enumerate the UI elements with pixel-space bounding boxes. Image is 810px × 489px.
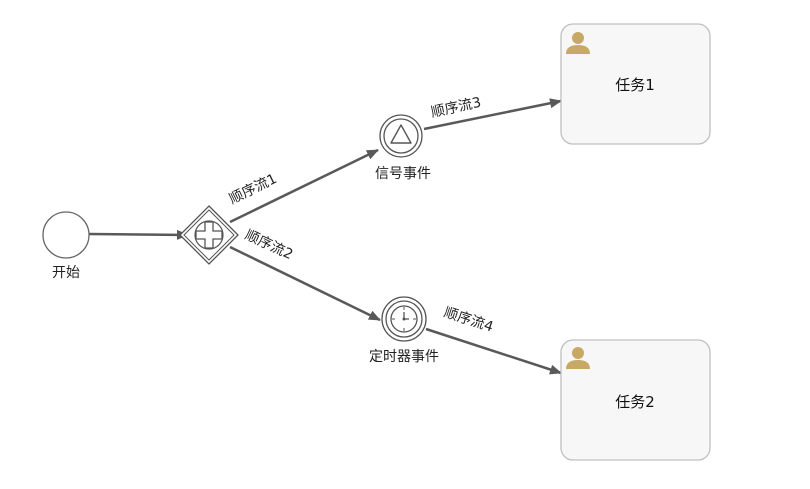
sequence-flow-1[interactable]: 顺序流1 — [227, 148, 379, 224]
sequence-flow-3[interactable]: 顺序流3 — [423, 95, 562, 131]
signal-intermediate-event[interactable]: 信号事件 — [375, 114, 431, 182]
plus-icon — [194, 220, 224, 250]
signal-event-label: 信号事件 — [375, 166, 431, 182]
flow-label-3: 顺序流3 — [430, 95, 483, 121]
user-icon — [566, 32, 590, 54]
sequence-flow-2[interactable]: 顺序流2 — [229, 227, 381, 322]
start-event[interactable]: 开始 — [42, 211, 90, 281]
user-task-2[interactable]: 任务2 — [560, 339, 711, 461]
timer-event-label: 定时器事件 — [369, 349, 439, 365]
flow-label-4: 顺序流4 — [442, 305, 495, 336]
sequence-flow-4[interactable]: 顺序流4 — [425, 305, 562, 375]
start-event-label: 开始 — [52, 265, 80, 281]
user-task-1[interactable]: 任务1 — [560, 23, 711, 145]
signal-triangle-icon — [390, 124, 412, 144]
user-icon — [566, 347, 590, 369]
task-2-label: 任务2 — [615, 393, 655, 411]
clock-icon — [390, 305, 418, 333]
task-1-label: 任务1 — [615, 76, 655, 94]
timer-intermediate-event[interactable]: 定时器事件 — [369, 296, 439, 365]
sequence-flow-start-to-gateway[interactable] — [88, 229, 189, 240]
parallel-gateway[interactable] — [179, 205, 239, 265]
